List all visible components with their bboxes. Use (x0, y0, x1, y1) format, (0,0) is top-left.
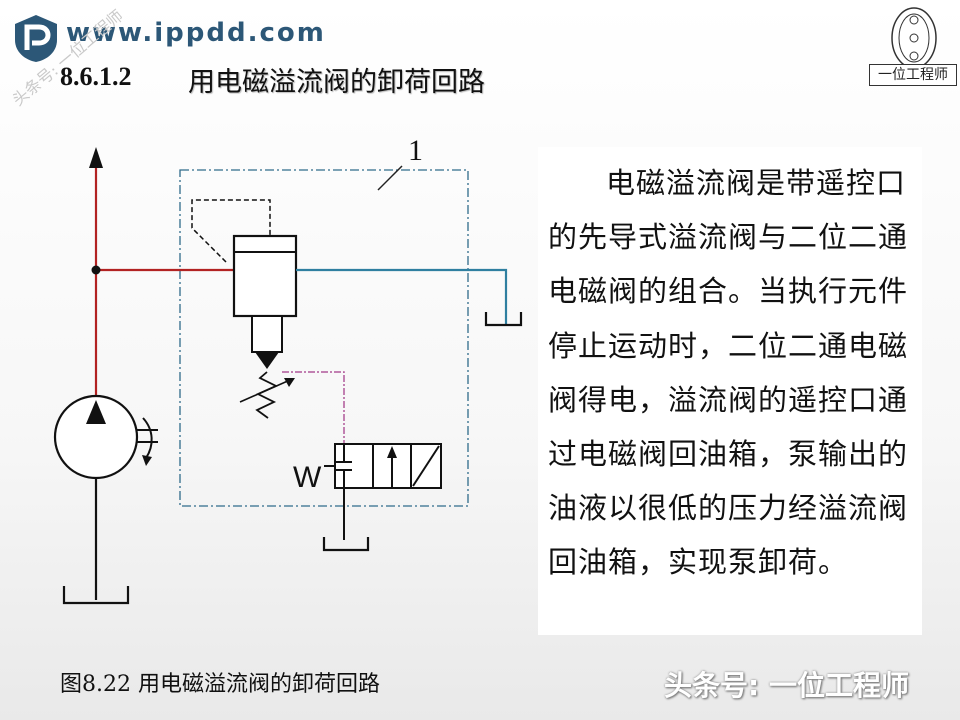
site-logo-icon (15, 15, 57, 62)
pilot-valve-body (251, 315, 283, 353)
junction-dot (91, 265, 101, 275)
label-leader-line (377, 165, 403, 191)
section-title: 用电磁溢流阀的卸荷回路 (188, 67, 485, 98)
remote-control-line (282, 371, 345, 444)
section-number: 8.6.1.2 (60, 62, 132, 91)
relief-tank-icon (484, 312, 523, 327)
return-line (296, 268, 508, 324)
description-panel (538, 147, 922, 635)
stamp-logo-icon (891, 7, 937, 69)
pump-tank-icon (62, 586, 130, 605)
rotation-arrow-icon (142, 455, 152, 466)
pump-drive-icon (137, 417, 158, 459)
site-url[interactable]: www.ippdd.com (66, 18, 326, 48)
stamp-label: 一位工程师 (869, 64, 957, 86)
spring-letter: W (293, 461, 322, 494)
figure-caption: 图8.22 用电磁溢流阀的卸荷回路 (60, 672, 380, 697)
component-label: 1 (408, 134, 423, 167)
up-arrow-icon (89, 147, 103, 168)
description-text: 电磁溢流阀是带遥控口的先导式溢流阀与二位二通电磁阀的组合。当执行元件停止运动时，… (548, 166, 909, 580)
adjust-arrow-line (239, 379, 291, 403)
pressure-line (94, 162, 234, 396)
electromagnetic-relief-valve-boundary (179, 169, 469, 507)
pilot-check-icon (255, 352, 279, 369)
hydraulic-circuit-diagram: 1 W (53, 134, 523, 605)
solenoid-tank-icon (322, 537, 370, 552)
footer-watermark: 头条号: 一位工程师 (664, 669, 909, 702)
spring-icon (255, 371, 279, 419)
flow-arrow-icon (387, 446, 397, 458)
adjust-arrow-icon (284, 378, 295, 387)
main-valve-body (232, 234, 298, 318)
internal-pilot-line (191, 199, 271, 263)
pump-arrow-icon (86, 400, 106, 424)
closed-port-icon (336, 444, 352, 488)
